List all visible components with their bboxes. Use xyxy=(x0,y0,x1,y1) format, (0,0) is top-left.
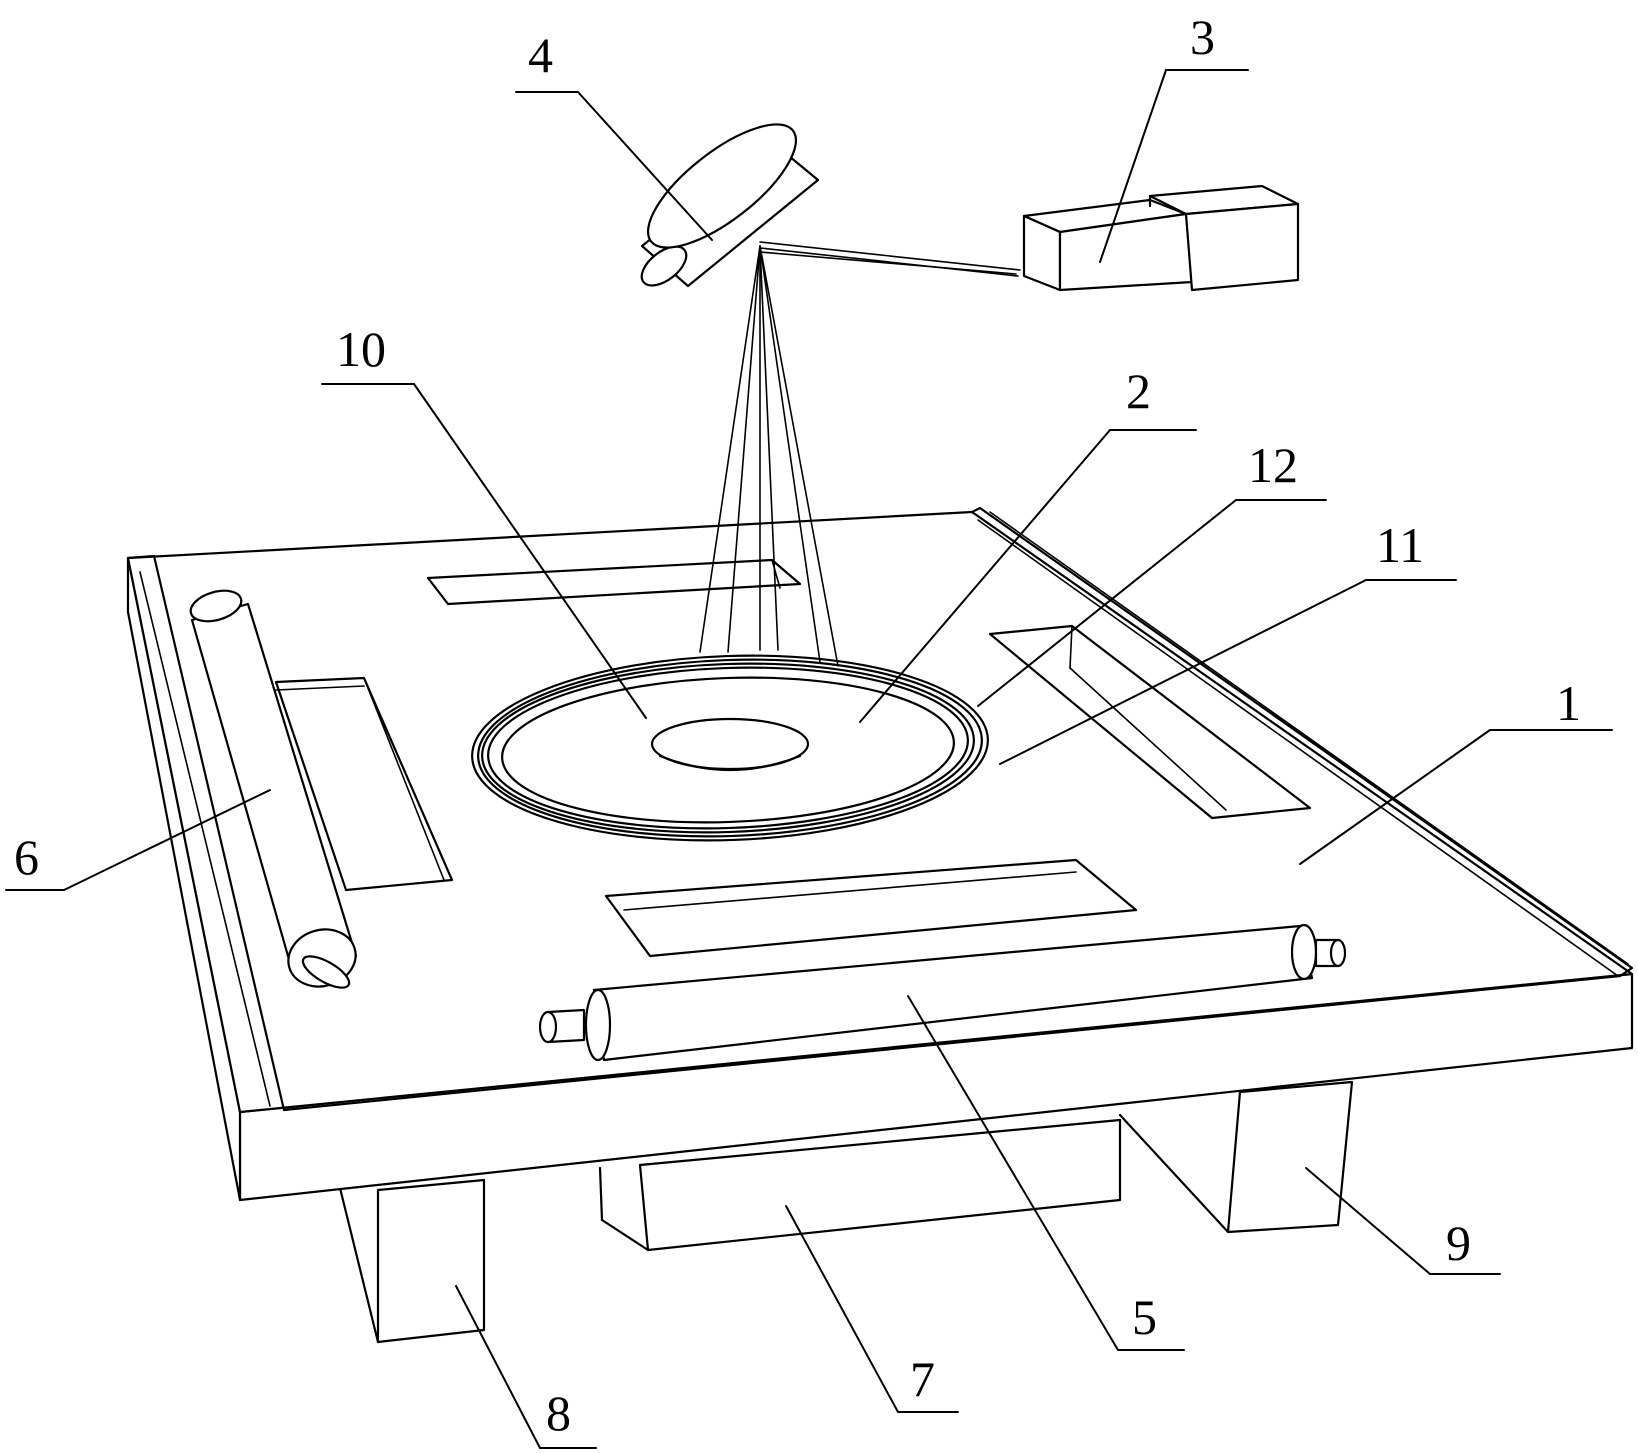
table-slot-top xyxy=(426,558,802,606)
roller-5 xyxy=(538,923,1347,1062)
disc-workpiece-2 xyxy=(471,654,989,842)
label-7: 7 xyxy=(910,1351,935,1407)
label-12: 12 xyxy=(1248,437,1298,493)
laser-beams xyxy=(699,245,839,667)
label-3: 3 xyxy=(1190,9,1215,65)
table-slot-right xyxy=(988,624,1312,820)
callout-4: 4 xyxy=(515,27,713,241)
label-11: 11 xyxy=(1376,517,1424,573)
label-9: 9 xyxy=(1446,1215,1471,1271)
table-slot-front xyxy=(604,858,1138,958)
label-5: 5 xyxy=(1132,1289,1157,1345)
callout-5: 5 xyxy=(907,995,1185,1351)
label-10: 10 xyxy=(336,321,386,377)
label-4: 4 xyxy=(528,27,553,83)
table-slot-left xyxy=(274,676,454,892)
label-6: 6 xyxy=(14,829,39,885)
callout-6: 6 xyxy=(5,789,271,891)
label-2: 2 xyxy=(1126,363,1151,419)
callout-3: 3 xyxy=(1099,9,1249,263)
callout-7: 7 xyxy=(785,1205,959,1413)
callout-1: 1 xyxy=(1299,675,1613,865)
callout-10: 10 xyxy=(321,321,647,719)
source-beam xyxy=(759,241,1021,277)
roller-6 xyxy=(189,589,358,989)
callout-2: 2 xyxy=(859,363,1197,723)
support-leg-9 xyxy=(1118,1080,1354,1234)
scanning-head-4 xyxy=(640,123,820,288)
callout-12: 12 xyxy=(977,437,1327,707)
laser-source-3 xyxy=(1022,184,1300,292)
callout-9: 9 xyxy=(1305,1167,1501,1275)
callout-8: 8 xyxy=(455,1285,597,1449)
label-1: 1 xyxy=(1556,675,1581,731)
callout-11: 11 xyxy=(999,517,1457,765)
label-8: 8 xyxy=(546,1385,571,1441)
support-leg-8 xyxy=(338,1178,486,1344)
